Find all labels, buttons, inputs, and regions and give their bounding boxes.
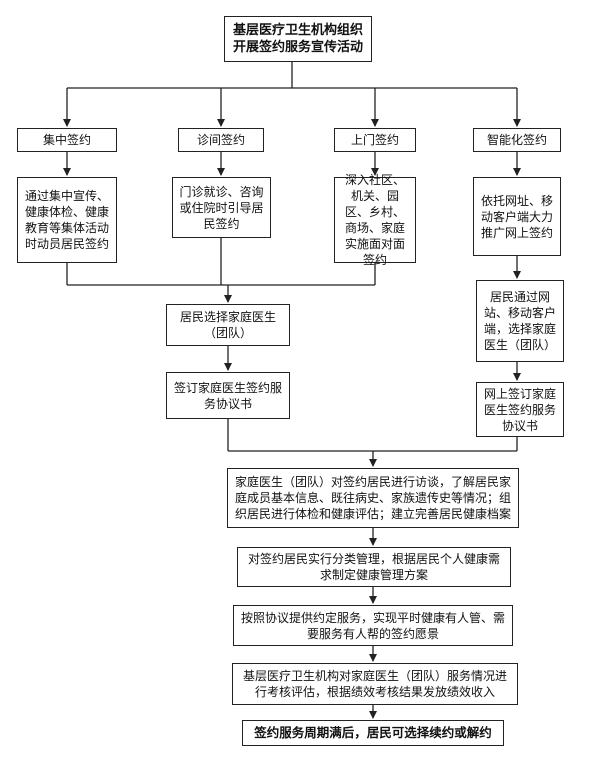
channel-name: 智能化签约 xyxy=(486,133,547,147)
channel-desc: 通过集中宣传、健康体检、健康教育等集体活动时动员居民签约 xyxy=(24,189,109,251)
channel-name: 诊间签约 xyxy=(196,133,245,147)
channel-desc-centralized: 通过集中宣传、健康体检、健康教育等集体活动时动员居民签约 xyxy=(17,177,117,263)
title-box: 基层医疗卫生机构组织开展签约服务宣传活动 xyxy=(224,16,372,62)
channel-desc: 深入社区、机关、园区、乡村、商场、家庭实施面对面签约 xyxy=(344,173,405,267)
online-select-box: 居民通过网站、移动客户端，选择家庭医生（团队） xyxy=(476,280,564,362)
step-5-text: 签约服务周期满后，居民可选择续约或解约 xyxy=(254,725,492,740)
offline-agreement-box: 签订家庭医生签约服务协议书 xyxy=(166,372,290,419)
step-4-box: 基层医疗卫生机构对家庭医生（团队）服务情况进行考核评估，根据绩效考核结果发放绩效… xyxy=(232,663,518,705)
step-1-box: 家庭医生（团队）对签约居民进行访谈，了解居民家庭成员基本信息、既往病史、家族遗传… xyxy=(227,468,519,528)
offline-select-box: 居民选择家庭医生（团队） xyxy=(166,304,290,346)
step-1-text: 家庭医生（团队）对签约居民进行访谈，了解居民家庭成员基本信息、既往病史、家族遗传… xyxy=(234,475,511,521)
channel-header-clinic: 诊间签约 xyxy=(178,128,264,152)
channel-desc-smart: 依托网址、移动客户端大力推广网上签约 xyxy=(473,177,561,256)
channel-name: 上门签约 xyxy=(350,133,399,147)
channel-header-smart: 智能化签约 xyxy=(473,128,561,152)
online-agreement-text: 网上签订家庭医生签约服务协议书 xyxy=(483,386,556,433)
step-5-box: 签约服务周期满后，居民可选择续约或解约 xyxy=(242,720,504,746)
channel-desc: 门诊就诊、咨询或住院时引导居民签约 xyxy=(179,184,264,231)
online-select-text: 居民通过网站、移动客户端，选择家庭医生（团队） xyxy=(483,290,556,352)
step-3-box: 按照协议提供约定服务，实现平时健康有人管、需要服务有人帮的签约愿景 xyxy=(233,605,513,646)
channel-header-home-visit: 上门签约 xyxy=(334,128,416,152)
online-agreement-box: 网上签订家庭医生签约服务协议书 xyxy=(476,382,564,437)
step-2-box: 对签约居民实行分类管理，根据居民个人健康需求制定健康管理方案 xyxy=(237,547,511,587)
offline-select-text: 居民选择家庭医生（团队） xyxy=(179,310,276,340)
step-4-text: 基层医疗卫生机构对家庭医生（团队）服务情况进行考核评估，根据绩效考核结果发放绩效… xyxy=(242,669,507,699)
offline-agreement-text: 签订家庭医生签约服务协议书 xyxy=(173,380,282,411)
channel-name: 集中签约 xyxy=(42,133,91,147)
channel-desc: 依托网址、移动客户端大力推广网上签约 xyxy=(480,193,553,240)
step-2-text: 对签约居民实行分类管理，根据居民个人健康需求制定健康管理方案 xyxy=(247,552,500,582)
channel-desc-home-visit: 深入社区、机关、园区、乡村、商场、家庭实施面对面签约 xyxy=(334,173,416,267)
step-3-text: 按照协议提供约定服务，实现平时健康有人管、需要服务有人帮的签约愿景 xyxy=(240,610,505,641)
channel-desc-clinic: 门诊就诊、咨询或住院时引导居民签约 xyxy=(172,177,271,238)
channel-header-centralized: 集中签约 xyxy=(17,128,117,152)
title-text: 基层医疗卫生机构组织开展签约服务宣传活动 xyxy=(232,23,363,55)
